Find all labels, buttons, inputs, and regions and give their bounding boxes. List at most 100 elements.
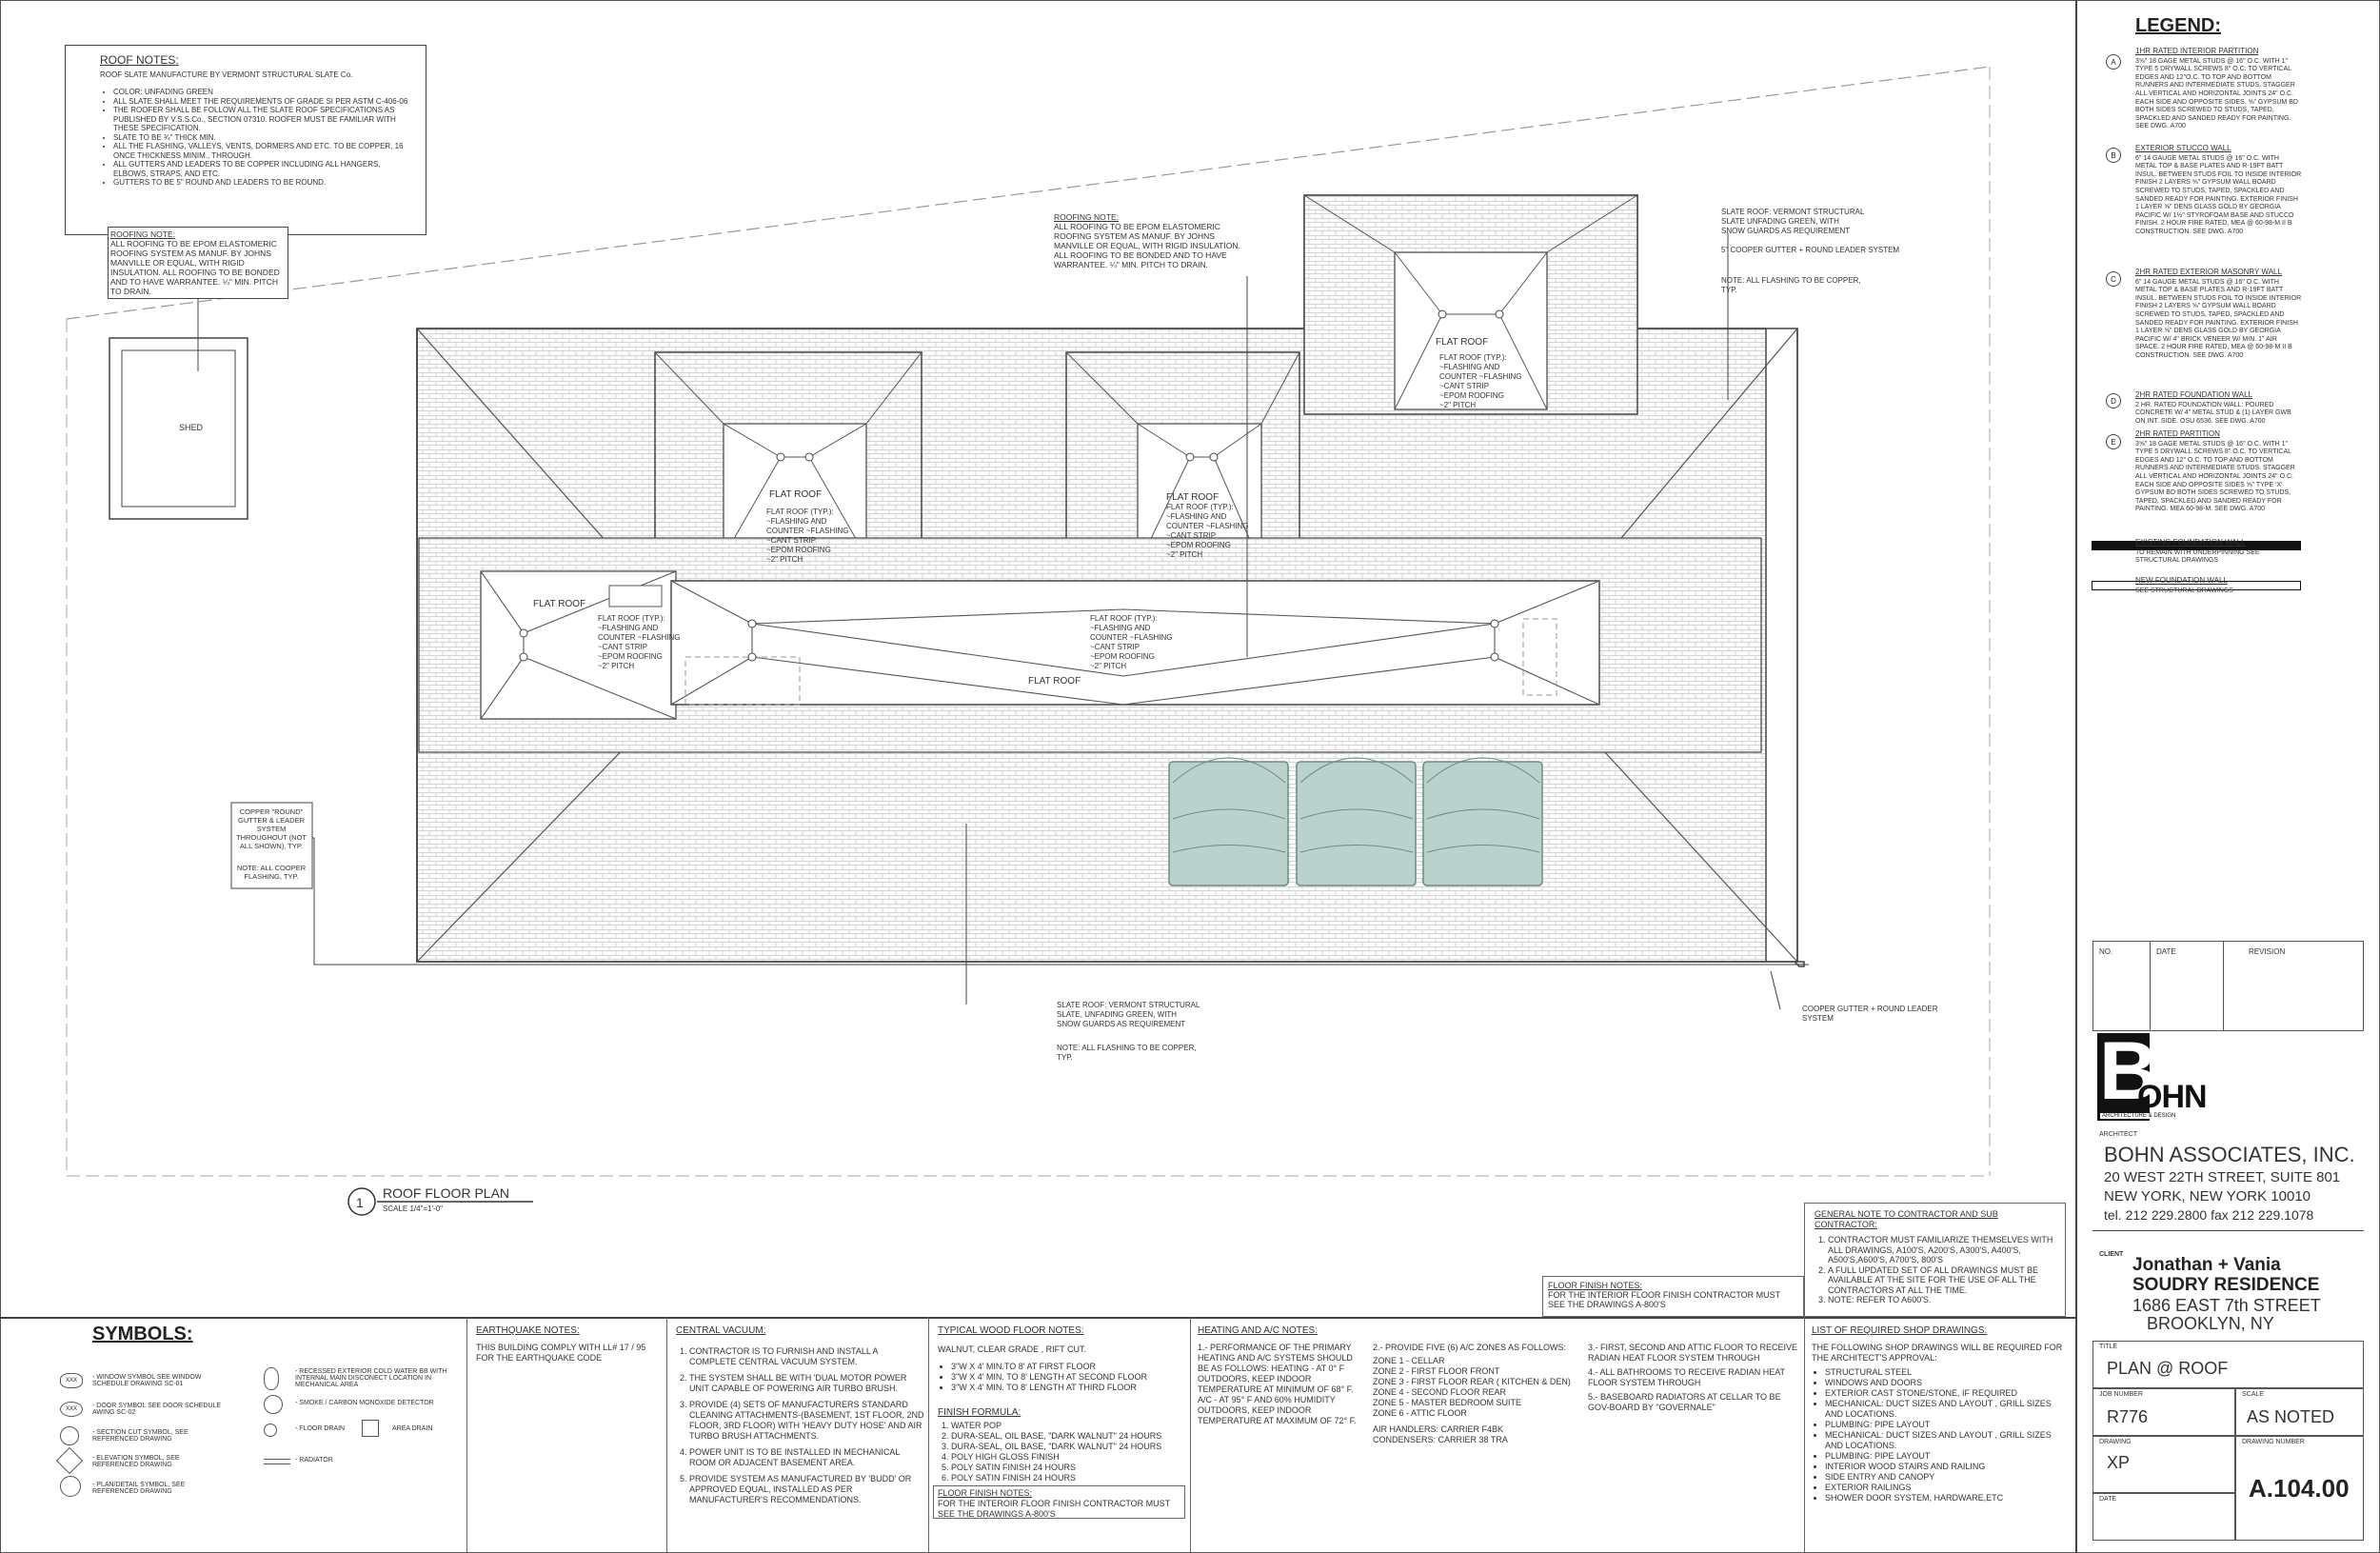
symbols-title: SYMBOLS: xyxy=(92,1324,193,1344)
svg-text:ALL SHOWN), TYP.: ALL SHOWN), TYP. xyxy=(240,842,303,850)
svg-text:FLAT ROOF (TYP.):: FLAT ROOF (TYP.): xyxy=(1439,353,1507,362)
svg-text:~2" PITCH: ~2" PITCH xyxy=(1439,401,1476,409)
svg-text:THROUGHOUT (NOT: THROUGHOUT (NOT xyxy=(236,833,307,842)
svg-text:GUTTER & LEADER: GUTTER & LEADER xyxy=(238,816,306,825)
svg-text:~CANT STRIP: ~CANT STRIP xyxy=(1090,643,1140,651)
client-name1: Jonathan + Vania xyxy=(2132,1255,2281,1275)
legend-item-e: 2HR RATED PARTITION 3⅝" 18 GAGE METAL ST… xyxy=(2135,429,2302,514)
hvac-radiant-item: 4.- ALL BATHROOMS TO RECEIVE RADIAN HEAT… xyxy=(1588,1367,1785,1387)
central-vacuum-item: PROVIDE SYSTEM AS MANUFACTURED BY 'BUDD'… xyxy=(689,1474,925,1505)
roof-note-item: COLOR: UNFADING GREEN xyxy=(113,88,416,97)
svg-text:~2" PITCH: ~2" PITCH xyxy=(598,662,634,670)
svg-text:FLASHING, TYP.: FLASHING, TYP. xyxy=(244,872,298,881)
symbol-section-text: - SECTION CUT SYMBOL, SEE REFERENCED DRA… xyxy=(92,1429,188,1443)
copper-round-note: COPPER "ROUND" GUTTER & LEADER SYSTEM TH… xyxy=(236,807,307,881)
dormer-left-flat xyxy=(723,423,867,558)
hvac-title: HEATING AND A/C NOTES: xyxy=(1198,1325,1318,1336)
door-symbol-icon: XXX xyxy=(60,1402,83,1417)
client-address1: 1686 EAST 7th STREET xyxy=(2132,1296,2321,1315)
central-vacuum-item: POWER UNIT IS TO BE INSTALLED IN MECHANI… xyxy=(689,1447,925,1468)
svg-text:TYP.: TYP. xyxy=(1721,286,1737,294)
svg-text:~CANT STRIP: ~CANT STRIP xyxy=(766,536,816,545)
plan-detail-symbol-icon xyxy=(60,1476,81,1497)
earthquake-title: EARTHQUAKE NOTES: xyxy=(476,1325,580,1336)
svg-text:COOPER GUTTER + ROUND LEADER: COOPER GUTTER + ROUND LEADER xyxy=(1802,1005,1938,1013)
symbol-floor-drain-text: - FLOOR DRAIN xyxy=(295,1425,346,1432)
drawing-cell xyxy=(2092,1436,2235,1493)
floor-finish-notes-box: FLOOR FINISH NOTES: FOR THE INTERIOR FLO… xyxy=(1542,1276,1804,1317)
svg-text:COUNTER ~FLASHING: COUNTER ~FLASHING xyxy=(1166,522,1248,530)
svg-text:~CANT STRIP: ~CANT STRIP xyxy=(1439,382,1489,390)
svg-text:SNOW GUARDS AS REQUIREMENT: SNOW GUARDS AS REQUIREMENT xyxy=(1721,227,1850,235)
revision-col-no: NO. xyxy=(2099,947,2113,956)
legend-item-b: EXTERIOR STUCCO WALL 6" 14 GAUGE METAL S… xyxy=(2135,144,2302,237)
legend-mark-d: D xyxy=(2106,393,2121,408)
shed-inner xyxy=(121,349,236,508)
architect-logo: B OHN ARCHITECTURE & DESIGN xyxy=(2097,1025,2208,1124)
svg-text:COPPER "ROUND": COPPER "ROUND" xyxy=(240,807,304,816)
flat-roof-label-dormer-middle: FLAT ROOF xyxy=(1166,492,1219,503)
scale-label: SCALE xyxy=(2242,1391,2264,1398)
finish-formula-item: WATER POP xyxy=(951,1421,1185,1431)
legend-item-title: 2HR RATED EXTERIOR MASONRY WALL xyxy=(2135,268,2282,276)
roof-notes-intro: ROOF SLATE MANUFACTURE BY VERMONT STRUCT… xyxy=(100,70,353,79)
architect-phone: tel. 212 229.2800 fax 212 229.1078 xyxy=(2104,1207,2314,1223)
symbol-window-text: - WINDOW SYMBOL SEE WINDOW SCHEDULE DRAW… xyxy=(92,1374,202,1387)
central-vacuum-item: PROVIDE (4) SETS OF MANUFACTURERS STANDA… xyxy=(689,1400,925,1442)
drawing-number-value: A.104.00 xyxy=(2249,1474,2350,1503)
svg-text:TYP.: TYP. xyxy=(1057,1053,1073,1062)
hvac-zone: ZONE 5 - MASTER BEDROOM SUITE xyxy=(1373,1398,1522,1407)
general-note-box: GENERAL NOTE TO CONTRACTOR AND SUB CONTR… xyxy=(1804,1203,2066,1317)
scale-cell xyxy=(2235,1388,2364,1436)
wood-floor-item: 3"W X 4' MIN. TO 8' LENGTH AT THIRD FLOO… xyxy=(951,1383,1185,1393)
flat-roof-label-dormer-top: FLAT ROOF xyxy=(1436,337,1488,348)
roofing-note-center: ROOFING NOTE: ALL ROOFING TO BE EPOM ELA… xyxy=(1054,212,1244,269)
svg-text:SLATE, UNFADING GREEN, WITH: SLATE, UNFADING GREEN, WITH xyxy=(1057,1010,1177,1019)
shop-drawing-item: PLUMBING: PIPE LAYOUT xyxy=(1825,1420,2069,1430)
hvac-zone: ZONE 3 - FIRST FLOOR REAR ( KITCHEN & DE… xyxy=(1373,1377,1571,1386)
revision-col-date: DATE xyxy=(2156,947,2176,956)
hvac-radiant-item: 5.- BASEBOARD RADIATORS AT CELLAR TO BE … xyxy=(1588,1392,1781,1412)
shed-outline xyxy=(109,337,248,520)
legend-item-title: 1HR RATED INTERIOR PARTITION xyxy=(2135,47,2259,55)
flat-roof-label-left: FLAT ROOF xyxy=(533,599,585,609)
legend-item-title: NEW FOUNDATION WALL xyxy=(2135,576,2228,585)
shop-drawing-item: MECHANICAL: DUCT SIZES AND LAYOUT , GRIL… xyxy=(1825,1399,2069,1420)
scale-value: AS NOTED xyxy=(2247,1407,2335,1426)
floor-finish-notes-text: FOR THE INTERIOR FLOOR FINISH CONTRACTOR… xyxy=(1548,1290,1781,1309)
svg-text:COUNTER ~FLASHING: COUNTER ~FLASHING xyxy=(1090,633,1172,642)
central-vacuum-title: CENTRAL VACUUM: xyxy=(676,1325,766,1336)
wood-floor-finish-text: FOR THE INTEROIR FLOOR FINISH CONTRACTOR… xyxy=(938,1499,1171,1519)
hvac-zone: ZONE 4 - SECOND FLOOR REAR xyxy=(1373,1387,1507,1397)
legend-item-text: 6" 14 GAUGE METAL STUDS @ 16" O.C. WITH … xyxy=(2135,278,2302,359)
legend-item-text: TO REMAIN WITH UNDERPINNING SEE STRUCTUR… xyxy=(2135,548,2260,565)
svg-text:~2" PITCH: ~2" PITCH xyxy=(766,555,803,564)
svg-text:FLAT ROOF (TYP.):: FLAT ROOF (TYP.): xyxy=(1090,614,1158,623)
symbol-radiator-text: - RADIATOR xyxy=(295,1457,333,1463)
architect-name: BOHN ASSOCIATES, INC. xyxy=(2104,1143,2355,1166)
legend-item-text: 3⅝" 18 GAGE METAL STUDS @ 16" O.C. WITH … xyxy=(2135,57,2298,130)
legend-item-text: 3⅝" 18 GAGE METAL STUDS @ 16" O.C. WITH … xyxy=(2135,440,2295,513)
roof-notes-title: ROOF NOTES: xyxy=(100,53,179,67)
svg-text:~FLASHING AND: ~FLASHING AND xyxy=(766,517,827,526)
roof-note-item: ALL THE FLASHING, VALLEYS, VENTS, DORMER… xyxy=(113,142,416,160)
flat-roof-typ-note-1: FLAT ROOF (TYP.): ~FLASHING AND COUNTER … xyxy=(766,508,848,564)
general-note-item: A FULL UPDATED SET OF ALL DRAWINGS MUST … xyxy=(1828,1265,2055,1296)
roofing-note-center-text: ALL ROOFING TO BE EPOM ELASTOMERIC ROOFI… xyxy=(1054,222,1240,269)
svg-text:FLAT ROOF (TYP.):: FLAT ROOF (TYP.): xyxy=(1166,503,1234,511)
client-label: CLIENT xyxy=(2099,1251,2124,1258)
hvac-zone: ZONE 1 - CELLAR xyxy=(1373,1356,1445,1365)
hvac-radiant: 3.- FIRST, SECOND AND ATTIC FLOOR TO REC… xyxy=(1588,1343,1799,1413)
svg-text:~FLASHING AND: ~FLASHING AND xyxy=(1090,624,1151,632)
hvac-zone: ZONE 2 - FIRST FLOOR FRONT xyxy=(1373,1366,1500,1376)
date-cell xyxy=(2092,1493,2235,1541)
window-symbol-icon: XXX xyxy=(60,1373,83,1388)
drawn-by: XP xyxy=(2107,1453,2131,1472)
architect-logo-block xyxy=(2097,1033,2150,1121)
svg-text:~FLASHING AND: ~FLASHING AND xyxy=(1439,363,1500,371)
svg-text:FLAT ROOF (TYP.):: FLAT ROOF (TYP.): xyxy=(766,508,834,516)
svg-text:~EPOM ROOFING: ~EPOM ROOFING xyxy=(598,652,663,661)
legend-item-title: EXTERIOR STUCCO WALL xyxy=(2135,144,2231,152)
shop-drawing-item: STRUCTURAL STEEL xyxy=(1825,1367,2069,1378)
sheet-title: PLAN @ ROOF xyxy=(2107,1359,2229,1378)
